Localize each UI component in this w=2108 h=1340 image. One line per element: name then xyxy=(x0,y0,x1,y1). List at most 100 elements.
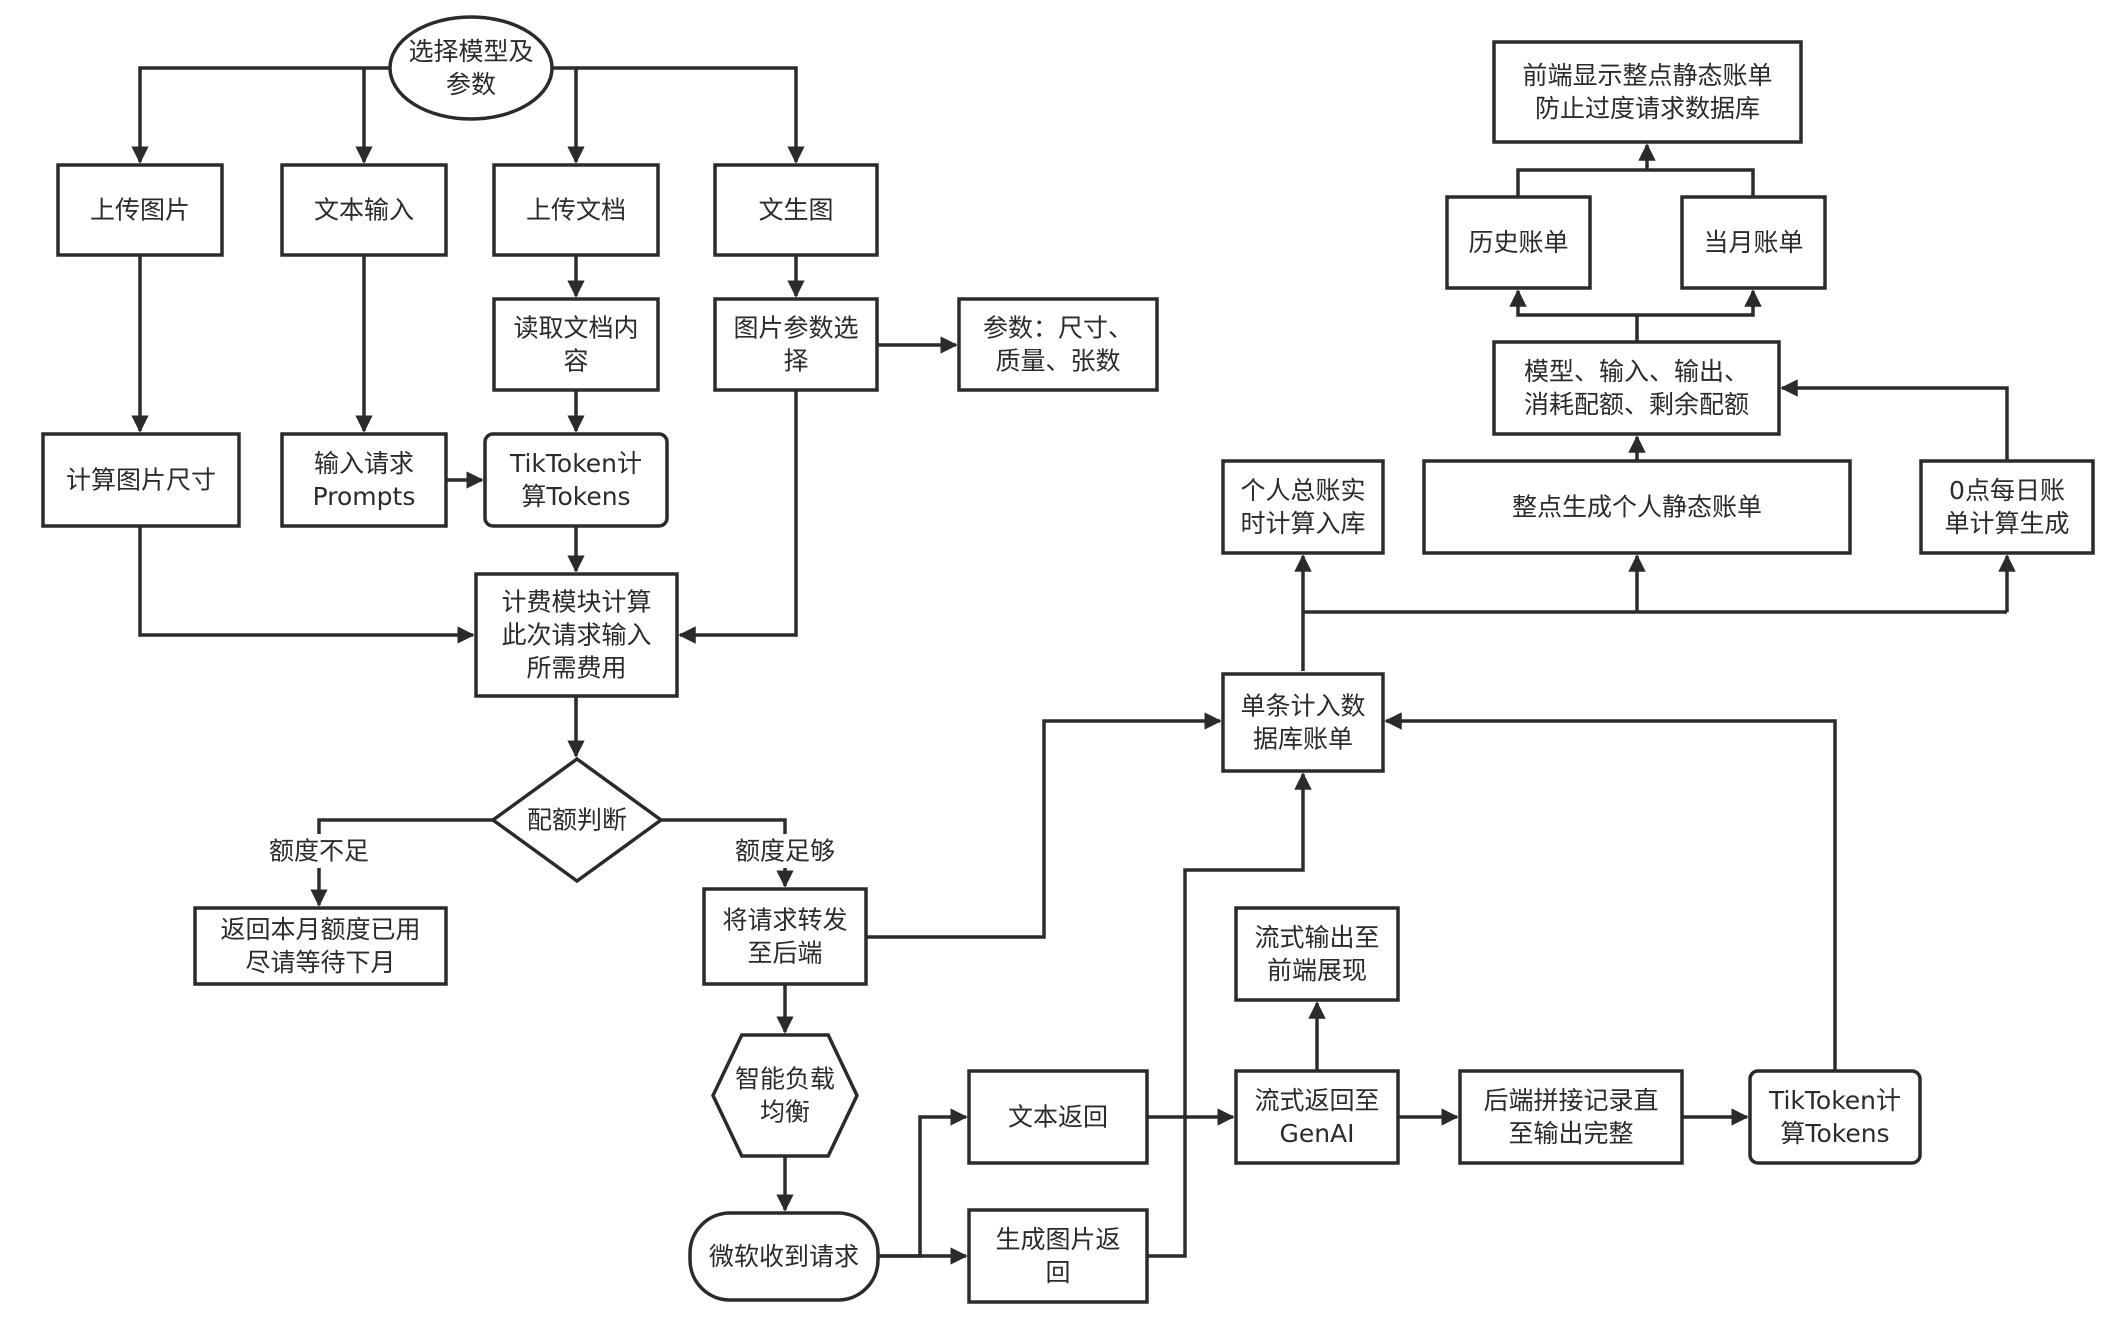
node-text-return: 文本返回 xyxy=(967,1069,1149,1165)
node-shape-text-to-image xyxy=(713,163,879,257)
node-label-text-to-image: 文生图 xyxy=(758,196,833,225)
edge-history-frontend xyxy=(1516,168,1647,197)
node-shape-forward-backend xyxy=(702,887,868,986)
node-shape-frontend-display xyxy=(1492,40,1803,144)
node-shape-upload-image xyxy=(56,163,224,257)
node-shape-ms-received xyxy=(688,1211,880,1302)
node-hourly-static: 整点生成个人静态账单 xyxy=(1422,459,1852,555)
node-label-image-params: 择 xyxy=(783,347,808,376)
node-label-image-return: 生成图片返 xyxy=(995,1225,1120,1254)
node-shape-hourly-static xyxy=(1422,459,1852,555)
node-label-single-record: 单条计入数 xyxy=(1240,692,1365,721)
node-label-input-prompts: Prompts xyxy=(313,482,416,511)
node-ms-received: 微软收到请求 xyxy=(688,1211,880,1302)
node-label-calc-image-size: 计算图片尺寸 xyxy=(66,466,216,495)
node-shape-upload-doc xyxy=(492,163,660,257)
edge-bill-fields-month xyxy=(1637,289,1762,317)
edge-label-sufficient: 额度足够 xyxy=(735,837,835,866)
node-calc-image-size: 计算图片尺寸 xyxy=(41,432,241,528)
node-shape-personal-total xyxy=(1221,459,1385,555)
node-shape-calc-image-size xyxy=(41,432,241,528)
node-label-bill-fields: 消耗配额、剩余配额 xyxy=(1524,390,1749,419)
node-label-hourly-static: 整点生成个人静态账单 xyxy=(1512,493,1762,522)
node-label-load-balance: 均衡 xyxy=(760,1098,810,1127)
node-params-detail: 参数：尺寸、质量、张数 xyxy=(957,297,1159,392)
node-label-month-bill: 当月账单 xyxy=(1703,228,1803,257)
node-shape-history-bill xyxy=(1445,195,1592,290)
node-month-bill: 当月账单 xyxy=(1680,195,1827,290)
node-label-tiktoken-input: TikToken计 xyxy=(509,449,642,478)
edge-start-upload-doc xyxy=(552,66,585,164)
node-label-billing-calc: 此次请求输入 xyxy=(501,621,651,650)
node-label-history-bill: 历史账单 xyxy=(1468,228,1568,257)
node-shape-image-return xyxy=(967,1208,1149,1304)
node-label-backend-concat: 至输出完整 xyxy=(1508,1119,1633,1148)
node-label-ms-received: 微软收到请求 xyxy=(709,1242,859,1271)
node-shape-billing-calc xyxy=(474,572,679,698)
node-shape-quota-exhausted xyxy=(193,906,448,986)
node-label-start: 参数 xyxy=(446,70,496,99)
edge-image-params-billing xyxy=(678,390,798,644)
node-shape-stream-genai xyxy=(1234,1069,1400,1165)
node-label-params-detail: 参数：尺寸、 xyxy=(983,314,1133,343)
node-upload-image: 上传图片 xyxy=(56,163,224,257)
node-shape-quota-check xyxy=(490,756,664,884)
node-label-bill-fields: 模型、输入、输出、 xyxy=(1524,357,1749,386)
node-bill-fields: 模型、输入、输出、消耗配额、剩余配额 xyxy=(1492,340,1781,436)
edge-forward-single-record xyxy=(866,712,1222,939)
node-label-text-return: 文本返回 xyxy=(1008,1103,1108,1132)
node-shape-start xyxy=(388,15,554,121)
node-label-quota-check: 配额判断 xyxy=(527,806,627,835)
node-label-billing-calc: 所需费用 xyxy=(526,654,626,683)
node-label-personal-total: 时计算入库 xyxy=(1240,509,1365,538)
node-label-frontend-display: 前端显示整点静态账单 xyxy=(1522,61,1772,90)
node-label-daily-bill: 单计算生成 xyxy=(1944,509,2069,538)
node-label-quota-exhausted: 尽请等待下月 xyxy=(245,948,395,977)
node-shape-daily-bill xyxy=(1919,459,2095,555)
edge-quota-sufficient xyxy=(661,818,787,834)
node-label-load-balance: 智能负载 xyxy=(735,1065,835,1094)
node-quota-check: 配额判断 xyxy=(490,756,664,884)
node-label-image-params: 图片参数选 xyxy=(733,314,858,343)
node-label-frontend-display: 防止过度请求数据库 xyxy=(1535,94,1760,123)
node-history-bill: 历史账单 xyxy=(1445,195,1592,290)
node-label-params-detail: 质量、张数 xyxy=(995,347,1120,376)
node-label-stream-genai: 流式返回至 xyxy=(1254,1086,1379,1115)
node-text-input: 文本输入 xyxy=(280,163,448,257)
node-label-upload-doc: 上传文档 xyxy=(526,196,626,225)
node-label-stream-frontend: 流式输出至 xyxy=(1254,923,1379,952)
node-shape-image-params xyxy=(713,297,879,392)
nodes: 选择模型及参数上传图片文本输入上传文档文生图读取文档内容图片参数选择参数：尺寸、… xyxy=(41,15,2095,1304)
node-label-upload-image: 上传图片 xyxy=(90,196,190,225)
node-shape-text-input xyxy=(280,163,448,257)
node-shape-text-return xyxy=(967,1069,1149,1165)
node-shape-input-prompts xyxy=(280,432,448,528)
node-shape-single-record xyxy=(1221,672,1385,773)
node-shape-read-doc xyxy=(492,297,660,392)
edge-image-return-single-record xyxy=(1147,772,1312,1258)
edge-calc-size-billing xyxy=(138,526,475,644)
node-label-tiktoken-input: 算Tokens xyxy=(521,482,630,511)
node-shape-bill-fields xyxy=(1492,340,1781,436)
node-label-stream-frontend: 前端展现 xyxy=(1267,956,1367,985)
node-shape-tiktoken-output xyxy=(1748,1069,1922,1165)
node-label-read-doc: 容 xyxy=(563,347,588,376)
edges xyxy=(131,66,2016,1265)
node-label-daily-bill: 0点每日账 xyxy=(1949,476,2065,505)
